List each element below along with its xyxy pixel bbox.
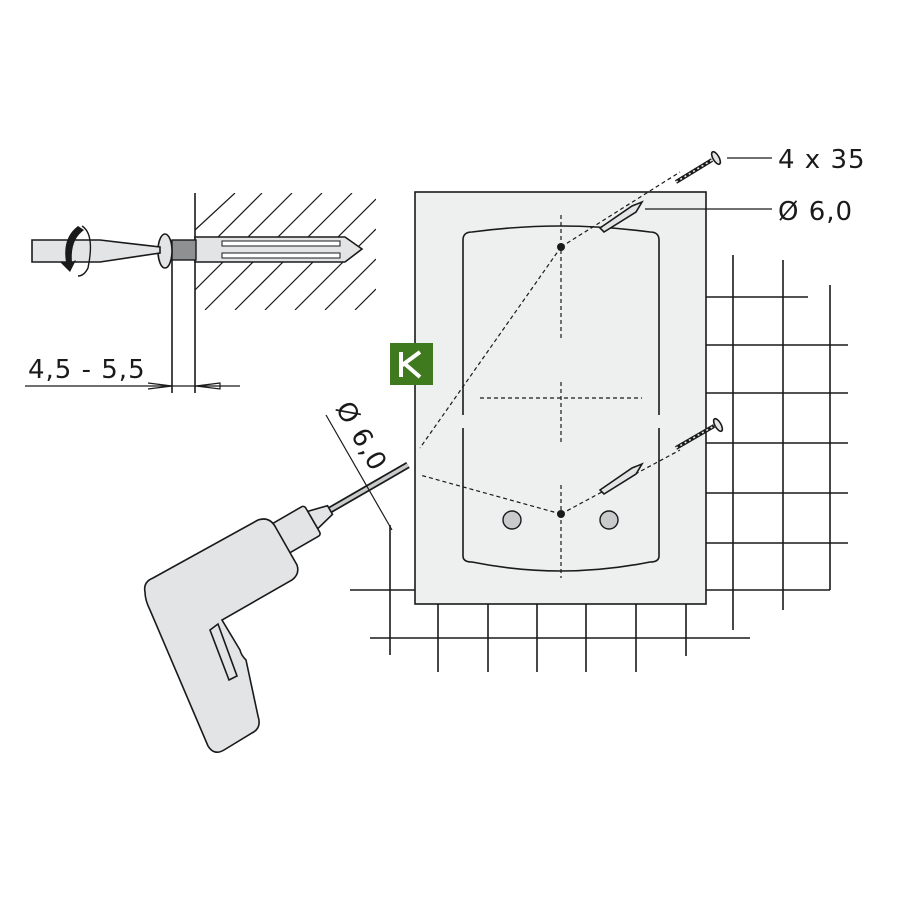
appliance-panel [414, 171, 707, 605]
wall-section [157, 193, 376, 393]
screw-size-label: 4 x 35 [778, 145, 866, 175]
dowel-top [598, 200, 644, 234]
gap-dimension [25, 382, 240, 390]
dowel-bottom [598, 462, 644, 496]
rotate-arrow-icon [60, 226, 84, 272]
drill [143, 461, 410, 754]
brand-logo [390, 343, 433, 385]
dowel-diameter-label: Ø 6,0 [778, 197, 853, 227]
wall-grid [350, 255, 848, 672]
screw-bottom [674, 417, 724, 450]
drill-dimension [325, 414, 393, 531]
screw-top [674, 150, 722, 184]
gap-range-label: 4,5 - 5,5 [28, 355, 146, 385]
screwdriver [31, 225, 161, 277]
